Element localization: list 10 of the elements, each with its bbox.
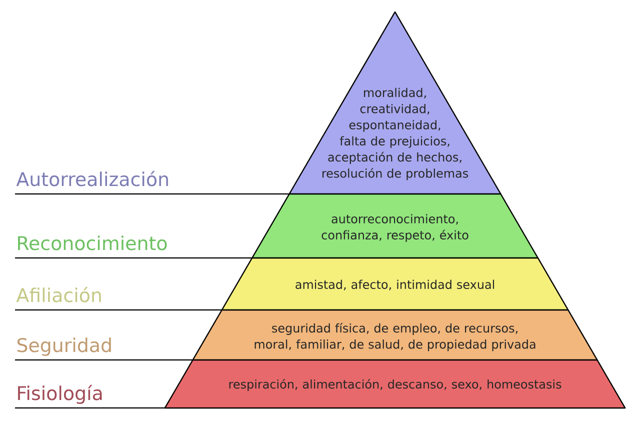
pyramid-level: seguridad física, de empleo, de recursos, moral, familiar, de salud, de propiedad privada — [192, 309, 598, 361]
pyramid-level: moralidad, creatividad, espontaneidad, falta de prejuicios, aceptación de hechos, resolución de problemas — [288, 11, 502, 195]
pyramid-level: amistad, afecto, intimidad sexual — [221, 257, 569, 311]
pyramid-level: respiración, alimentación, descanso, sexo, homeostasis — [164, 359, 626, 409]
level-heading: Afiliación — [16, 286, 101, 302]
level-heading: Seguridad — [17, 338, 111, 356]
level-heading: Fisiología — [18, 384, 102, 404]
level-heading: Reconocimiento — [18, 236, 167, 250]
pyramid-level: autorreconocimiento, confianza, respeto, éxito — [252, 193, 538, 259]
level-heading: Autorrealización — [16, 170, 168, 186]
